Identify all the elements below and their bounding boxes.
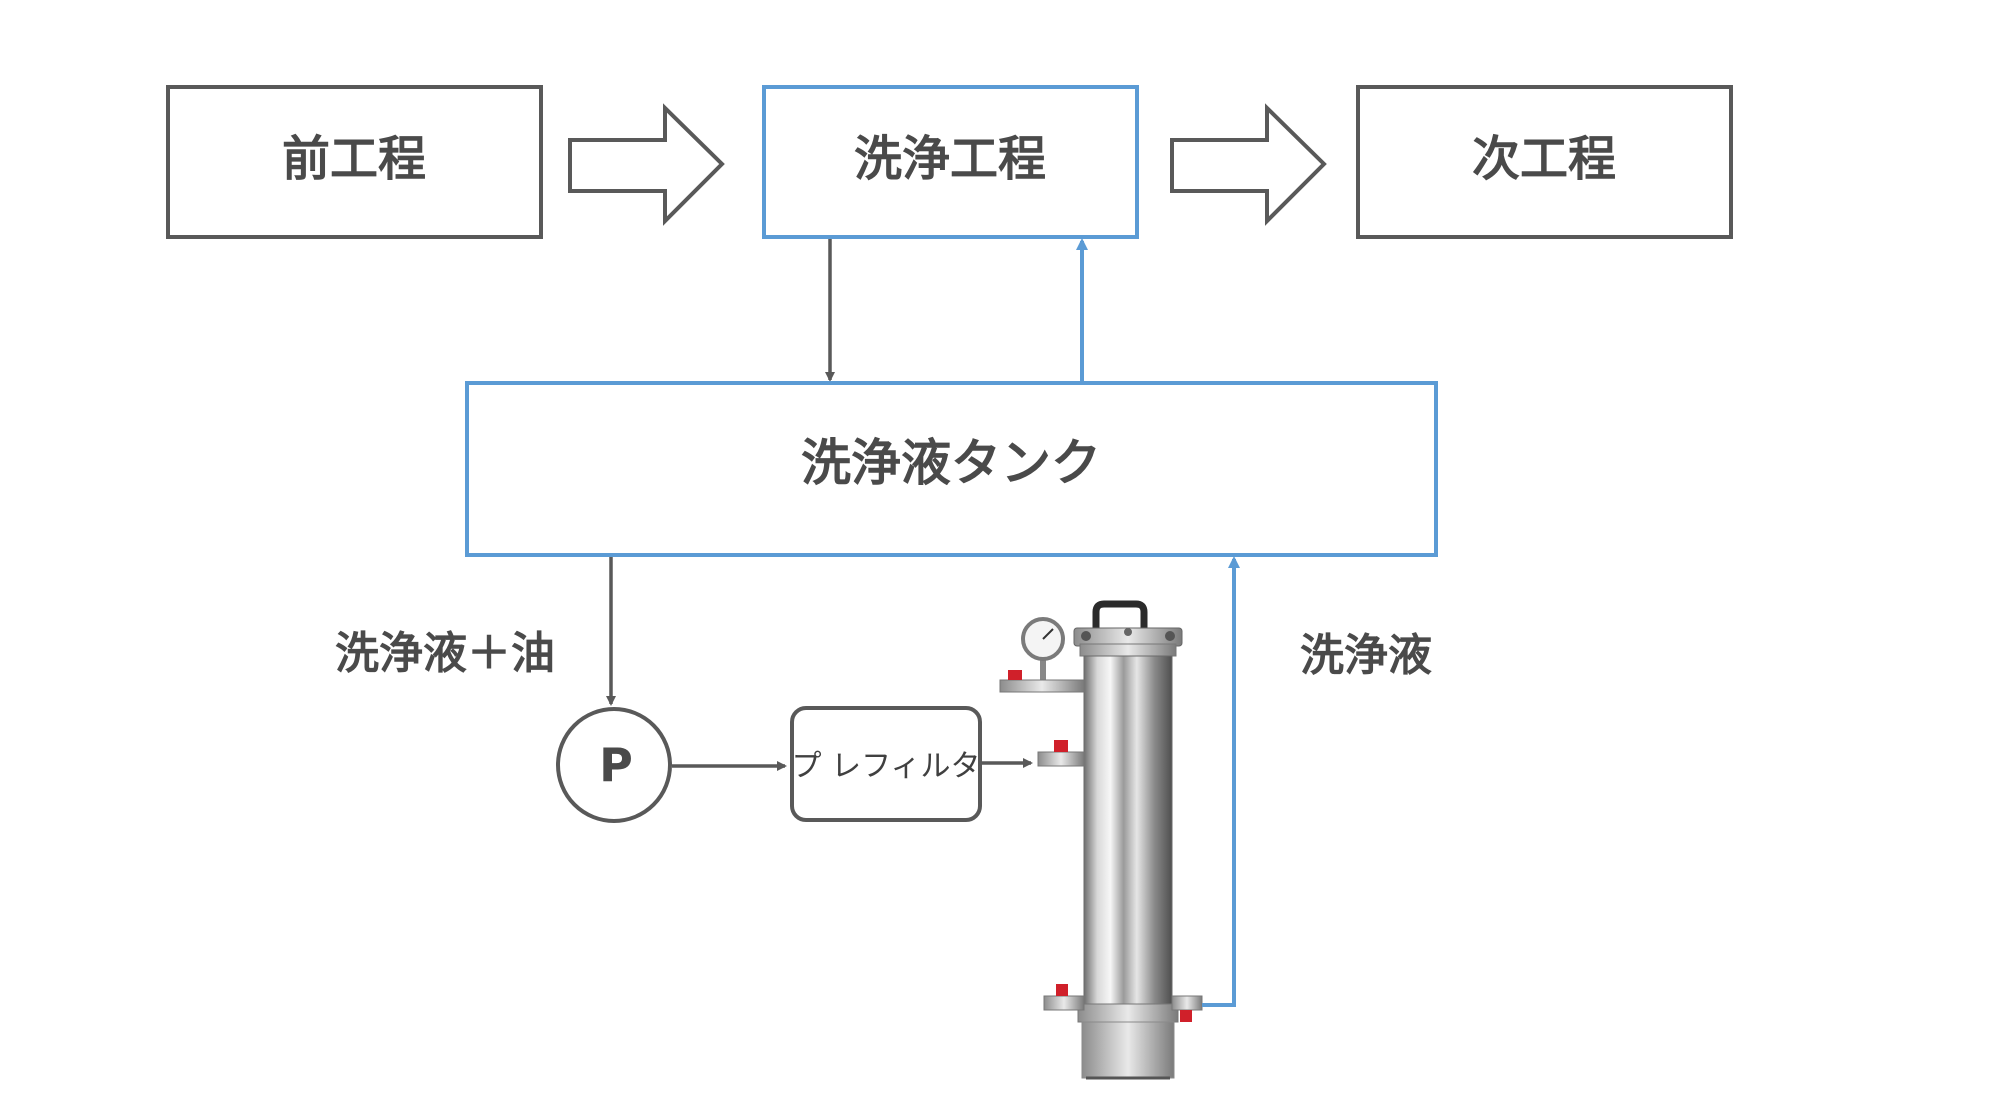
housing-to-tank-return-arrow bbox=[1202, 556, 1240, 1007]
prev-step-box: 前工程 bbox=[166, 85, 543, 239]
pump-label: P bbox=[599, 738, 633, 792]
arrow-prev-to-washing bbox=[568, 103, 725, 226]
prefilter-box: プ レフィルタ bbox=[790, 706, 982, 822]
return-flow-label: 洗浄液 bbox=[1300, 630, 1432, 681]
pump: P bbox=[556, 707, 672, 823]
washing-step-box: 洗浄工程 bbox=[762, 85, 1139, 239]
next-step-box: 次工程 bbox=[1356, 85, 1733, 239]
wash-tank-label: 洗浄液タンク bbox=[801, 434, 1101, 492]
prev-step-label: 前工程 bbox=[282, 131, 426, 187]
prefilter-label: プ レフィルタ bbox=[792, 749, 981, 784]
washing-step-label: 洗浄工程 bbox=[854, 131, 1046, 187]
filter-housing-image bbox=[999, 600, 1203, 1080]
next-step-label: 次工程 bbox=[1472, 131, 1616, 187]
wash-tank-box: 洗浄液タンク bbox=[465, 381, 1438, 557]
supply-flow-label: 洗浄液＋油 bbox=[335, 628, 555, 679]
arrow-washing-to-next bbox=[1170, 103, 1327, 226]
